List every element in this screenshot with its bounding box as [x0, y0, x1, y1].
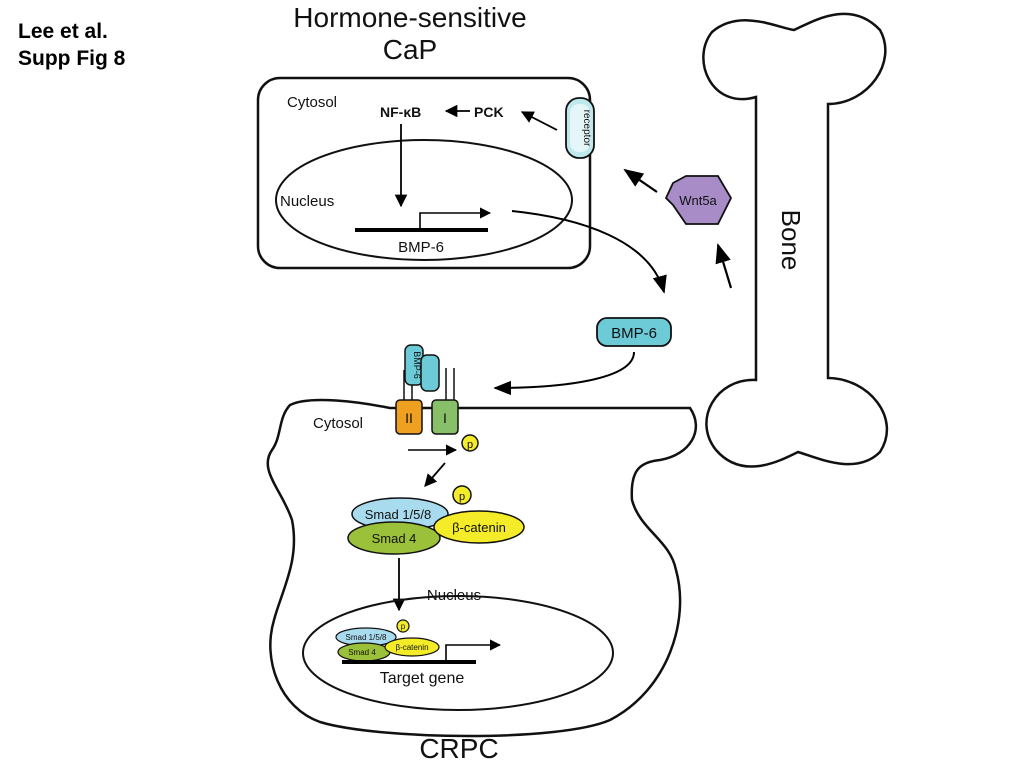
hormone-nucleus	[275, 139, 573, 261]
crpc-nucleus	[302, 595, 614, 711]
crpc-cell-membrane	[266, 398, 698, 738]
phospho-smad-nucleus	[396, 619, 410, 633]
crpc-title: CRPC	[419, 733, 498, 764]
nfkb-label: NF-κB	[380, 104, 421, 120]
beta-catenin-cytosol	[433, 510, 525, 544]
receptor-to-smad-arrow	[424, 462, 446, 487]
wnt5a-to-receptor-arrow	[623, 168, 658, 193]
receptor-type1	[431, 399, 459, 435]
phospho-smad-label: p	[459, 491, 465, 503]
smad4-cytosol	[347, 521, 441, 555]
bone-label: Bone	[776, 210, 806, 271]
secreted-bmp6-label: BMP-6	[611, 325, 657, 342]
bmp6-secretion-arrow	[511, 210, 667, 294]
hormone-nucleus-label: Nucleus	[280, 193, 334, 210]
beta-catenin-cytosol-label: β-catenin	[452, 520, 506, 535]
phospho-smad	[452, 485, 472, 505]
figure-number: Supp Fig 8	[18, 47, 126, 70]
receptor-bound-bmp6-label: BMP-6	[412, 351, 422, 379]
beta-catenin-nucleus	[384, 637, 440, 657]
smad4-nucleus-label: Smad 4	[348, 648, 376, 657]
bmp6-to-crpc-arrow	[493, 351, 635, 396]
smad158-cytosol-label: Smad 1/5/8	[365, 507, 432, 522]
pck-label: PCK	[474, 104, 504, 120]
target-gene-label: Target gene	[380, 670, 465, 687]
figure-label: Lee et al. Supp Fig 8	[18, 18, 125, 72]
bmp6-transcription-arrow	[419, 207, 492, 228]
crpc-nucleus-label: Nucleus	[427, 587, 481, 604]
bmp6-gene-label: BMP-6	[398, 239, 444, 256]
bmp-receptor-complex: BMP-6 II I p	[395, 344, 479, 452]
smad-complex-nucleus: Smad 1/5/8 p Smad 4 β-catenin	[335, 619, 440, 662]
receptor-type2-label: II	[405, 410, 413, 426]
target-gene-transcription-arrow	[445, 639, 502, 660]
smad158-nucleus-label: Smad 1/5/8	[346, 633, 387, 642]
receptor-type2	[395, 399, 423, 435]
receptor-label: receptor	[581, 110, 592, 147]
receptor-type1-label: I	[443, 410, 447, 426]
wnt5a-label: Wnt5a	[679, 193, 717, 208]
bone-to-wnt5a-arrow	[715, 243, 733, 289]
phospho-smad-nucleus-label: p	[401, 622, 406, 631]
receptor-to-pck-arrow	[520, 111, 558, 131]
phospho-receptor	[461, 434, 479, 452]
crpc-cytosol-label: Cytosol	[313, 415, 363, 432]
hormone-cell-title-line1: Hormone-sensitive	[293, 2, 526, 33]
secreted-bmp6-box	[596, 317, 672, 347]
hormone-cell-membrane	[256, 76, 592, 270]
wnt5a-hexagon	[664, 175, 733, 225]
bone-shape	[702, 12, 889, 468]
smad4-cytosol-label: Smad 4	[372, 531, 417, 546]
phospho-receptor-label: p	[467, 439, 473, 451]
author-line: Lee et al.	[18, 20, 108, 43]
hormone-cytosol-label: Cytosol	[287, 94, 337, 111]
beta-catenin-nucleus-label: β-catenin	[395, 643, 428, 652]
smad-complex-cytosol: Smad 1/5/8 p Smad 4 β-catenin	[347, 485, 525, 555]
hormone-cell-title-line2: CaP	[383, 34, 437, 65]
